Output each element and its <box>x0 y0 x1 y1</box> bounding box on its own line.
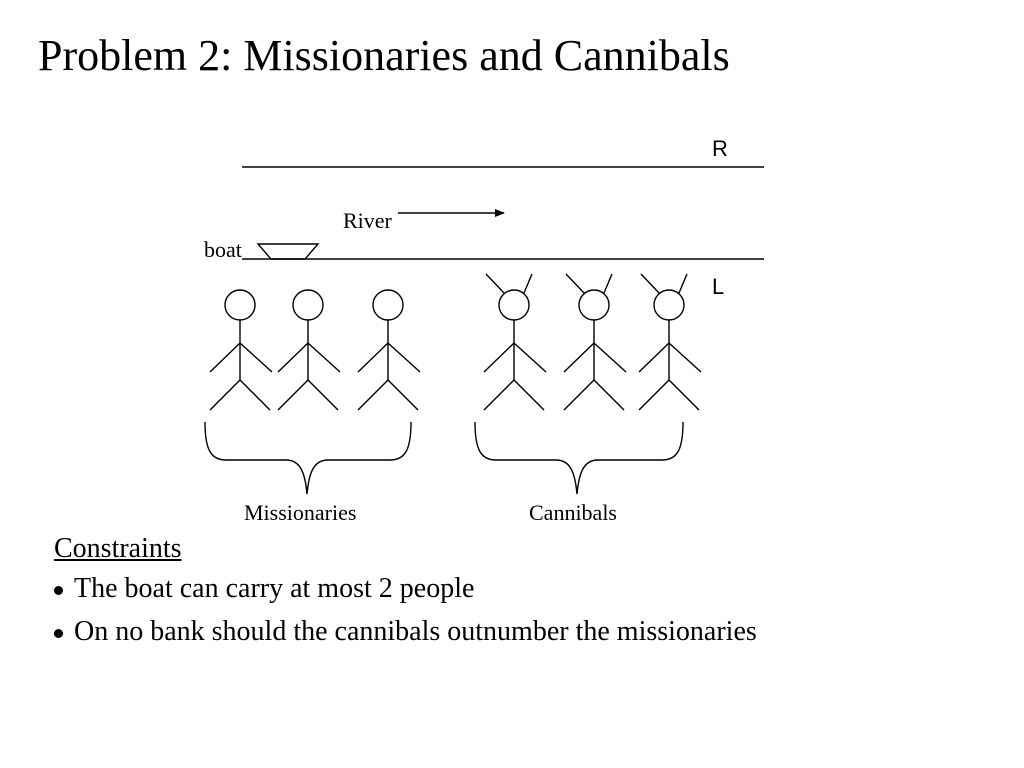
constraint-text: On no bank should the cannibals outnumbe… <box>74 616 757 648</box>
missionary-figure <box>277 289 341 411</box>
cannibals-brace <box>474 421 684 495</box>
constraint-item: On no bank should the cannibals outnumbe… <box>54 615 1014 649</box>
bank-l-label: L <box>712 274 724 299</box>
bullet-icon <box>54 629 63 639</box>
constraint-list: The boat can carry at most 2 people On n… <box>54 572 1014 649</box>
cannibals-label: Cannibals <box>529 500 617 525</box>
slide-title: Problem 2: Missionaries and Cannibals <box>38 31 730 80</box>
missionaries-label: Missionaries <box>244 500 356 525</box>
missionary-figure <box>357 289 421 411</box>
boat-label: boat <box>204 237 242 262</box>
constraint-item: The boat can carry at most 2 people <box>54 572 1014 606</box>
bullet-icon <box>54 585 63 595</box>
constraints-section: Constraints The boat can carry at most 2… <box>54 532 1014 659</box>
missionary-figure <box>209 289 273 411</box>
constraint-text: The boat can carry at most 2 people <box>74 572 475 604</box>
cannibal-figure <box>563 273 627 411</box>
bank-r-label: R <box>712 136 728 161</box>
missionaries-brace <box>204 421 412 495</box>
river-crossing-diagram: R River L boat <box>204 136 764 525</box>
boat-icon <box>256 243 320 260</box>
cannibal-figure <box>483 273 547 411</box>
river-label: River <box>343 208 393 233</box>
cannibal-figure <box>638 273 702 411</box>
constraints-heading: Constraints <box>54 533 182 564</box>
